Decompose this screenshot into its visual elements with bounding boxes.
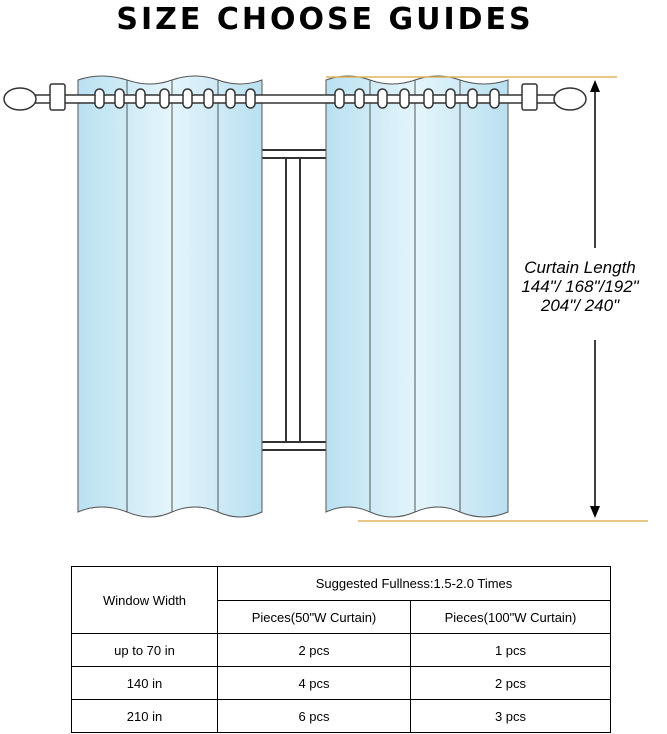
curtain-diagram <box>3 75 648 522</box>
curtain-length-title: Curtain Length <box>524 258 636 277</box>
row-pieces-100w: 1 pcs <box>410 633 611 667</box>
window-frame <box>260 149 327 451</box>
size-guide-table: Window Width Suggested Fullness:1.5-2.0 … <box>71 566 611 733</box>
col-header-100w: Pieces(100"W Curtain) <box>410 600 611 634</box>
table-row: up to 70 in 2 pcs 1 pcs <box>71 633 611 667</box>
left-curtain-panel <box>77 75 263 518</box>
col-header-50w: Pieces(50"W Curtain) <box>217 600 411 634</box>
row-window-width: up to 70 in <box>71 633 218 667</box>
row-window-width: 210 in <box>71 699 218 733</box>
left-finial <box>3 87 37 111</box>
curtain-length-sizes-1: 144"/ 168"/192" <box>521 277 639 296</box>
curtain-length-sizes-2: 204"/ 240" <box>540 296 620 315</box>
fullness-header: Suggested Fullness:1.5-2.0 Times <box>217 566 611 601</box>
row-pieces-50w: 4 pcs <box>217 666 411 700</box>
row-pieces-50w: 6 pcs <box>217 699 411 733</box>
row-pieces-50w: 2 pcs <box>217 633 411 667</box>
right-curtain-panel <box>325 75 509 518</box>
right-finial <box>553 87 587 111</box>
table-row: 210 in 6 pcs 3 pcs <box>71 699 611 733</box>
table-row: 140 in 4 pcs 2 pcs <box>71 666 611 700</box>
window-width-header: Window Width <box>71 566 218 634</box>
length-arrow <box>590 80 600 518</box>
row-window-width: 140 in <box>71 666 218 700</box>
grommet-rings <box>94 88 500 109</box>
page-title: SIZE CHOOSE GUIDES <box>116 2 534 37</box>
row-pieces-100w: 3 pcs <box>410 699 611 733</box>
curtain-length-label: Curtain Length 144"/ 168"/192" 204"/ 240… <box>515 258 645 315</box>
row-pieces-100w: 2 pcs <box>410 666 611 700</box>
